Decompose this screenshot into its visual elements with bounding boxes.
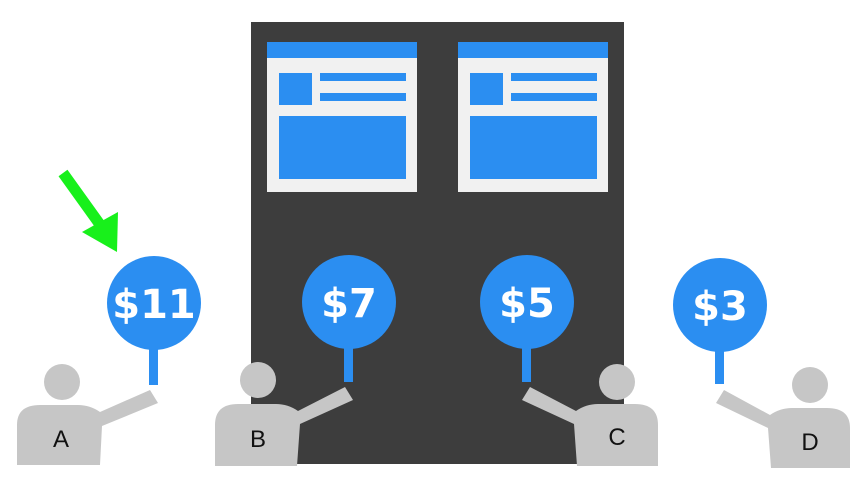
bidder-a: $11 A	[17, 256, 201, 465]
bidder-label: D	[801, 429, 818, 456]
paddle	[302, 255, 396, 349]
person-icon	[17, 364, 158, 465]
bidder-label: C	[608, 424, 625, 451]
paddle-handle	[149, 345, 158, 385]
paddle-handle	[344, 342, 353, 382]
bidder-b: $7 B	[215, 255, 396, 466]
webpage-window-icon	[458, 42, 608, 192]
paddle	[480, 255, 574, 349]
bidder-c: $5 C	[480, 255, 658, 466]
webpage-window-icon	[267, 42, 417, 192]
person-icon	[215, 362, 353, 466]
paddle-handle	[715, 344, 724, 384]
paddle	[673, 258, 767, 352]
bid-amount: $5	[499, 281, 555, 327]
bid-amount: $7	[321, 281, 377, 327]
bid-amount: $3	[692, 284, 748, 330]
bidder-label: A	[53, 426, 69, 453]
bid-amount: $11	[112, 282, 196, 328]
paddle-handle	[522, 342, 531, 382]
bidder-d: $3 D	[673, 258, 850, 468]
paddle	[107, 256, 201, 350]
person-icon	[716, 367, 850, 468]
bidder-label: B	[250, 426, 266, 453]
arrow-icon	[58, 169, 118, 252]
person-icon	[522, 364, 658, 466]
